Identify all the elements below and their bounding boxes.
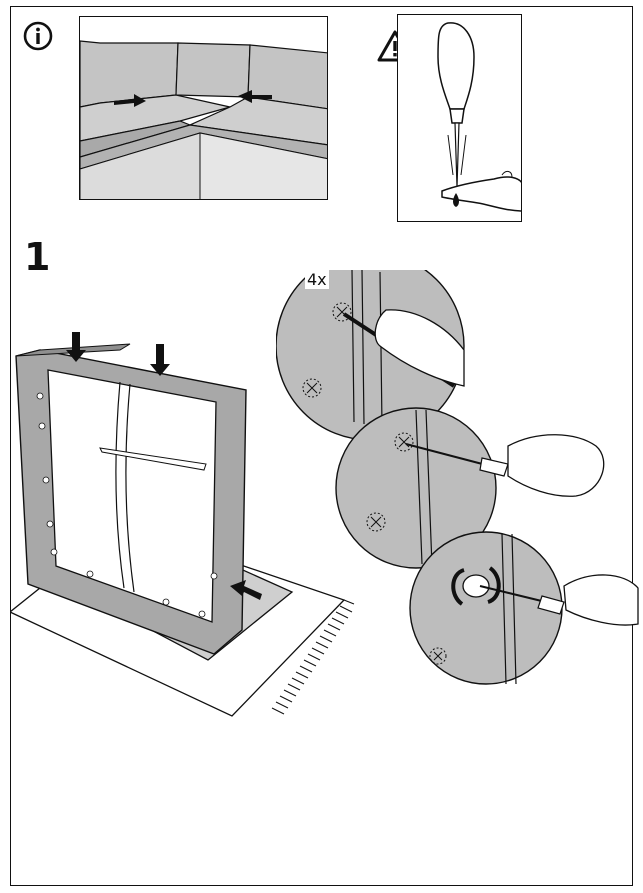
- sofa-cushion-detail-panel: [79, 16, 328, 200]
- info-circle-icon: [23, 21, 53, 51]
- step-number: 1: [24, 235, 51, 279]
- awl-warning-panel: [397, 14, 522, 222]
- quantity-label: 4x: [305, 270, 329, 289]
- sofa-cushion-illustration: [80, 40, 327, 199]
- page-border: [10, 6, 633, 886]
- detail-circle-awl-twist: [409, 531, 639, 685]
- detail-circle-awl: [335, 407, 605, 569]
- marking-detail-circles: [276, 270, 639, 685]
- frame-assembly-illustration: [10, 332, 355, 717]
- awl-finger-illustration: [437, 22, 521, 212]
